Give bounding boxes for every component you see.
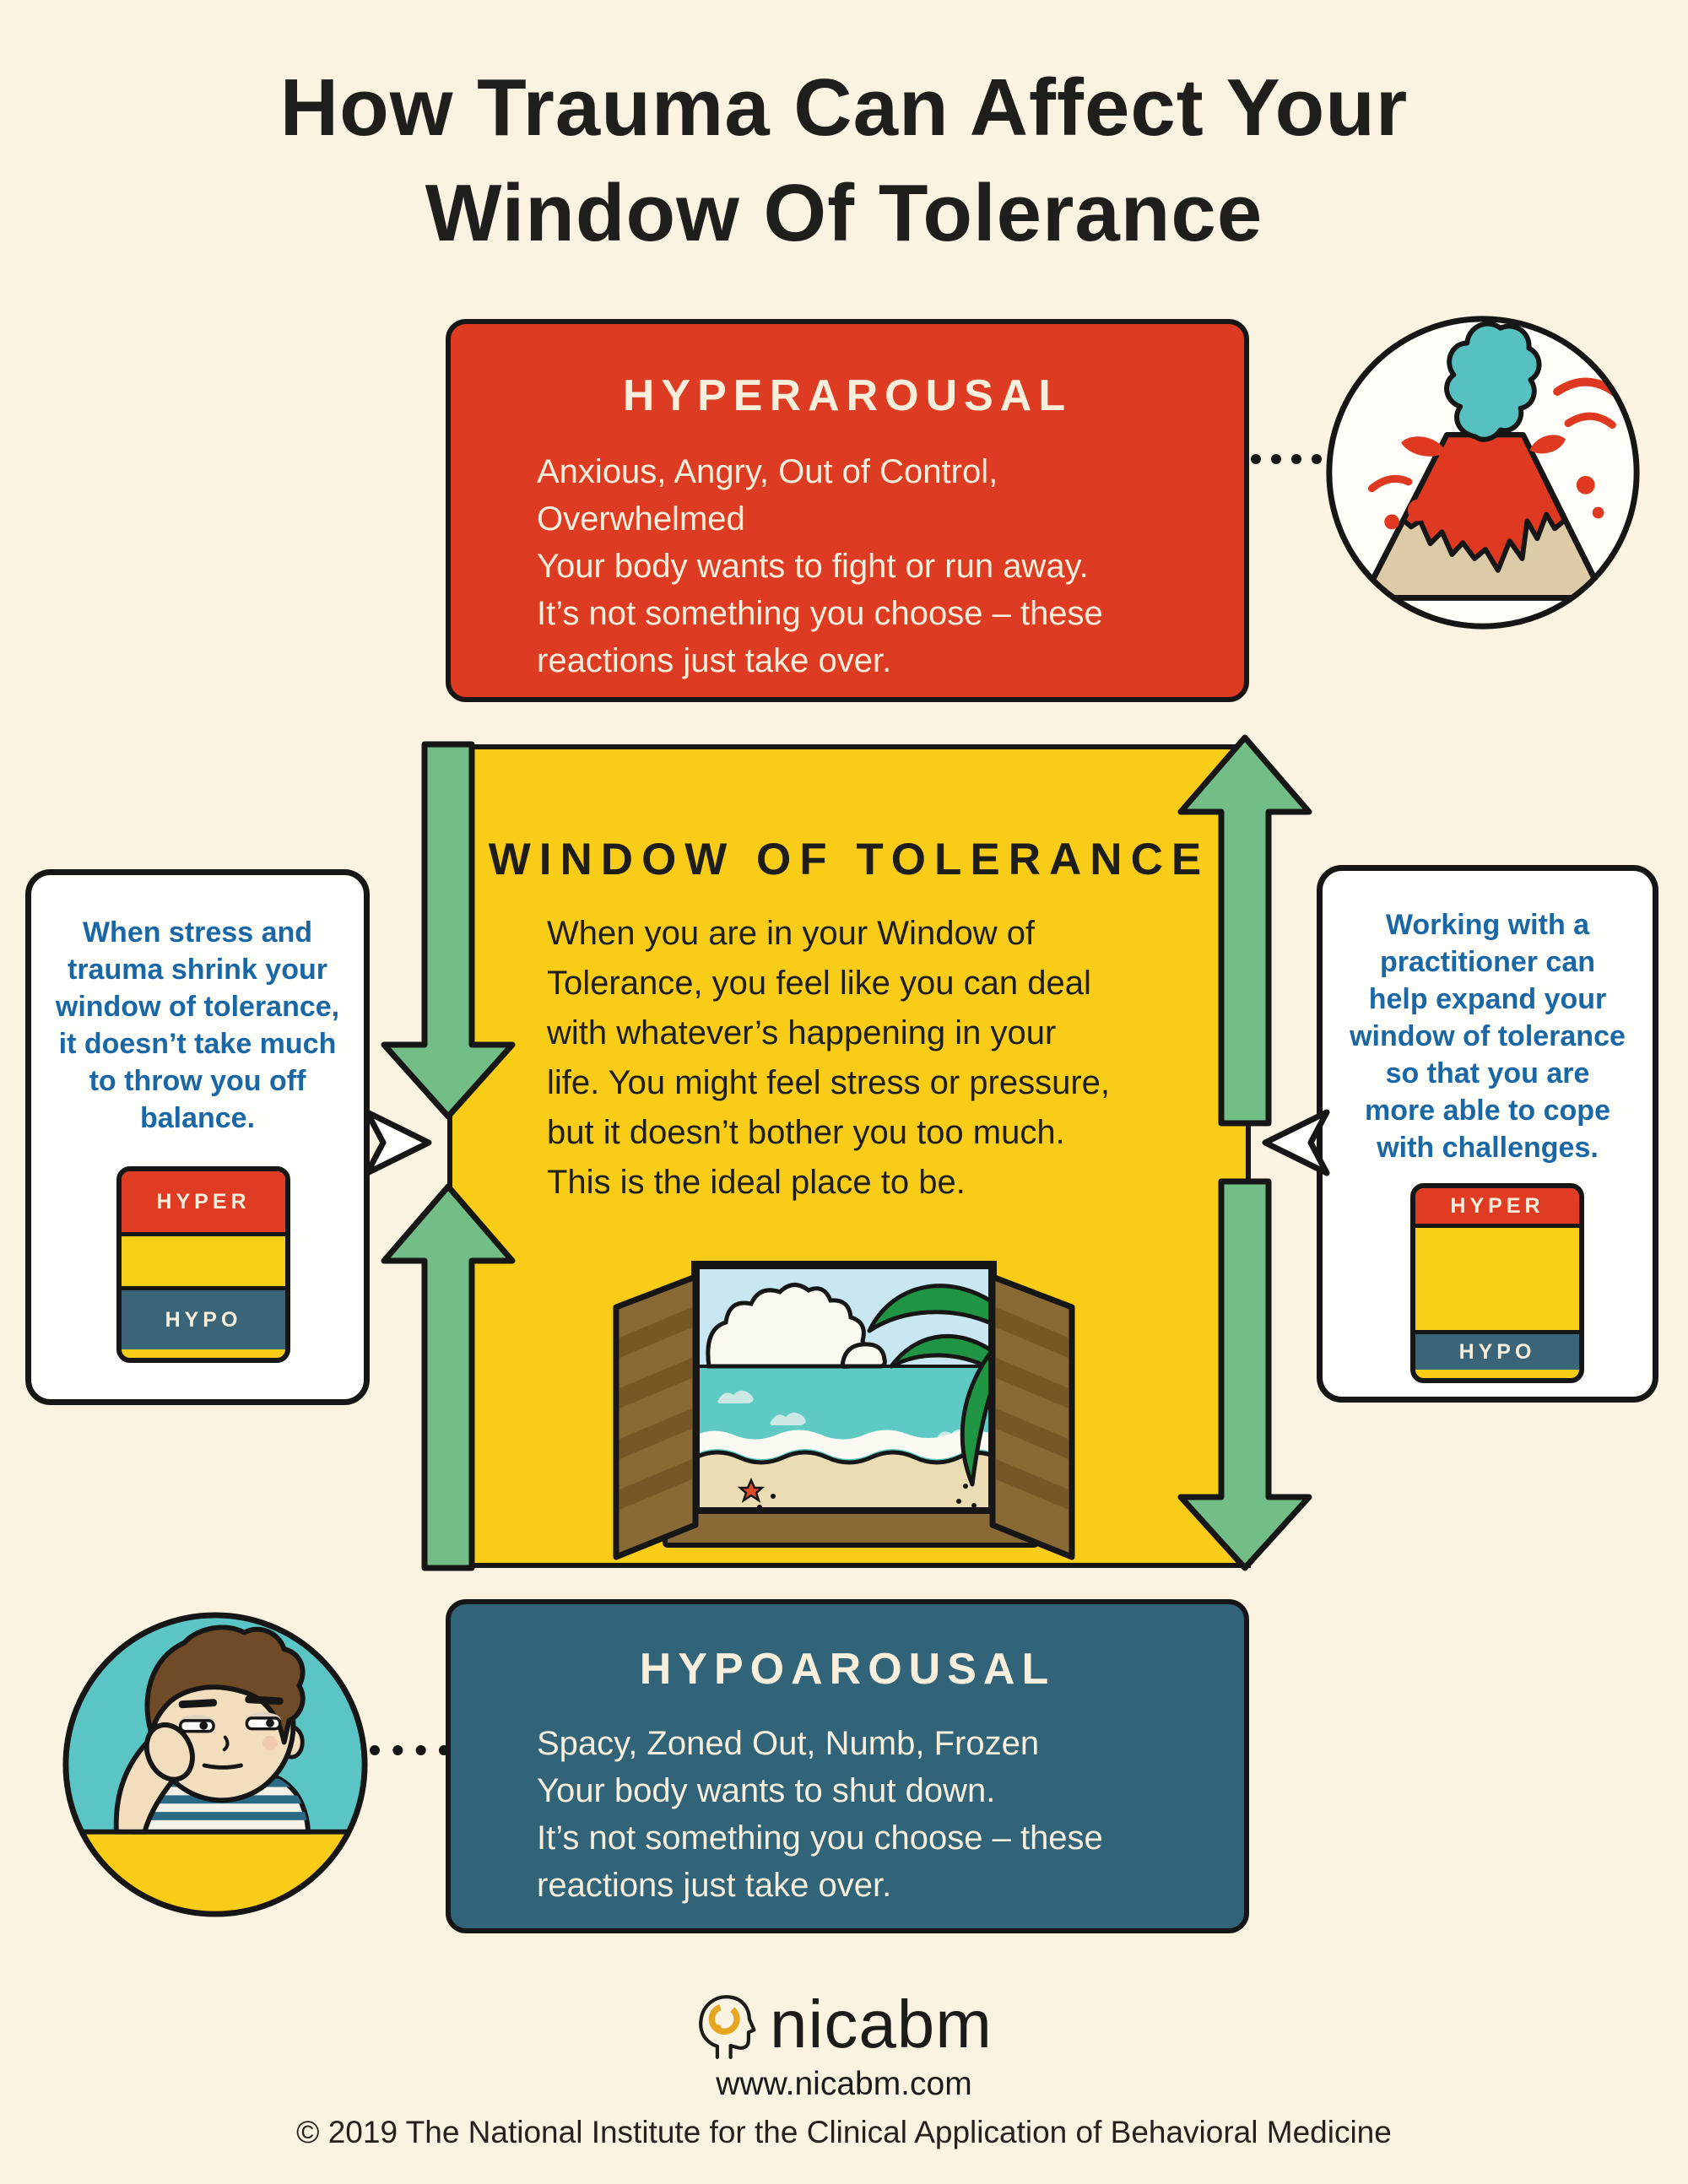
right-callout-bubble: Working with a practitioner can help exp…: [1317, 865, 1658, 1403]
left-callout-bubble: When stress and trauma shrink your windo…: [25, 869, 370, 1405]
website-url: www.nicabm.com: [716, 2066, 972, 2102]
table: [65, 1831, 365, 1915]
sand-dot: [971, 1503, 977, 1508]
hypoarousal-connector-dots: [370, 1745, 449, 1755]
palm-frond: [960, 1352, 993, 1487]
right-bubble-pointer: [1262, 1109, 1330, 1176]
hyper-band: HYPER: [1415, 1188, 1579, 1224]
hair: [144, 1624, 306, 1745]
person-circle-outline: [62, 1612, 368, 1917]
brand-name: nicabm: [770, 1987, 993, 2062]
hyperarousal-body: Anxious, Angry, Out of Control, Overwhel…: [537, 452, 1103, 679]
right-callout-text: Working with a practitioner can help exp…: [1350, 909, 1626, 1164]
sand-dot: [956, 1499, 961, 1504]
arrow-right-up: [1177, 734, 1312, 1127]
lava-arc-left: [1367, 474, 1413, 493]
lava-splash-left: [1401, 436, 1447, 457]
copyright-line: © 2019 The National Institute for the Cl…: [296, 2115, 1392, 2149]
expanded-window-diagram: HYPER HYPO: [1410, 1183, 1584, 1383]
beach-sand: [695, 1450, 993, 1511]
hypoarousal-body: Spacy, Zoned Out, Numb, Frozen Your body…: [537, 1724, 1103, 1904]
right-shutter-slats: [996, 1307, 1069, 1510]
arrow-left-down: [381, 741, 516, 1120]
hypoarousal-panel: HYPOAROUSAL Spacy, Zoned Out, Numb, Froz…: [446, 1599, 1249, 1933]
shrunk-window-diagram: HYPER HYPO: [116, 1166, 290, 1363]
hyperarousal-heading: HYPERAROUSAL: [622, 371, 1073, 420]
left-shutter: [613, 1273, 699, 1560]
bored-person-illustration: [62, 1612, 368, 1917]
volcano-illustration: [1326, 316, 1640, 630]
pupil-right: [266, 1718, 274, 1727]
volcano-smoke: [1444, 321, 1542, 442]
volcano-lava: [1401, 432, 1567, 573]
lava-dot: [1407, 499, 1430, 522]
blush: [262, 1735, 278, 1751]
left-shutter-slats: [619, 1307, 692, 1510]
tolerance-band: [1415, 1224, 1579, 1330]
cloud-small: [840, 1342, 887, 1369]
window-heading: WINDOW OF TOLERANCE: [488, 835, 1210, 884]
right-shutter: [989, 1273, 1075, 1560]
hypoarousal-heading: HYPOAROUSAL: [639, 1645, 1056, 1694]
brand-row: nicabm: [0, 1987, 1688, 2062]
window-sill: [663, 1509, 1039, 1548]
window-of-tolerance-panel: WINDOW OF TOLERANCE When you are in your…: [447, 744, 1251, 1568]
lava-arc-right-2: [1564, 412, 1616, 430]
window-illustration: [613, 1261, 1075, 1560]
eye-left: [178, 1719, 215, 1733]
hand: [143, 1722, 195, 1782]
sea-foam: [695, 1430, 993, 1459]
lava-dot: [1384, 514, 1400, 530]
mouth: [202, 1763, 243, 1770]
hyperarousal-connector-dots: [1251, 454, 1322, 464]
eyebrow-right: [245, 1695, 284, 1706]
lava-dot: [1592, 506, 1604, 519]
eyebrow-left: [178, 1699, 217, 1709]
sand-dot: [963, 1484, 968, 1489]
sand-dot: [771, 1494, 776, 1499]
starfish: [737, 1477, 766, 1504]
palm-frond: [867, 1284, 993, 1333]
arrow-right-down: [1177, 1178, 1312, 1571]
left-bubble-pointer: [364, 1109, 432, 1176]
lava-splash-right: [1529, 435, 1566, 454]
window-body: When you are in your Window of Tolerance…: [547, 915, 1110, 1201]
lava-dot: [1576, 475, 1595, 495]
sea-reflection: [717, 1390, 754, 1403]
arrow-left-up: [381, 1183, 516, 1571]
palm-frond: [889, 1333, 993, 1372]
left-callout-text: When stress and trauma shrink your windo…: [55, 916, 340, 1134]
hypo-band: HYPO: [1415, 1330, 1579, 1370]
hyper-band: HYPER: [122, 1171, 285, 1232]
volcano-circle-outline: [1326, 316, 1640, 630]
nicabm-logo-icon: [699, 1995, 756, 2059]
hyperarousal-panel: HYPERAROUSAL Anxious, Angry, Out of Cont…: [446, 319, 1249, 702]
tolerance-band: [122, 1232, 285, 1286]
sea-reflection: [770, 1412, 806, 1425]
nose: [222, 1735, 230, 1752]
hypo-band: HYPO: [122, 1286, 285, 1349]
page-title: How Trauma Can Affect Your Window Of Tol…: [279, 62, 1409, 258]
pupil-left: [199, 1721, 208, 1730]
eye-right: [245, 1716, 282, 1731]
